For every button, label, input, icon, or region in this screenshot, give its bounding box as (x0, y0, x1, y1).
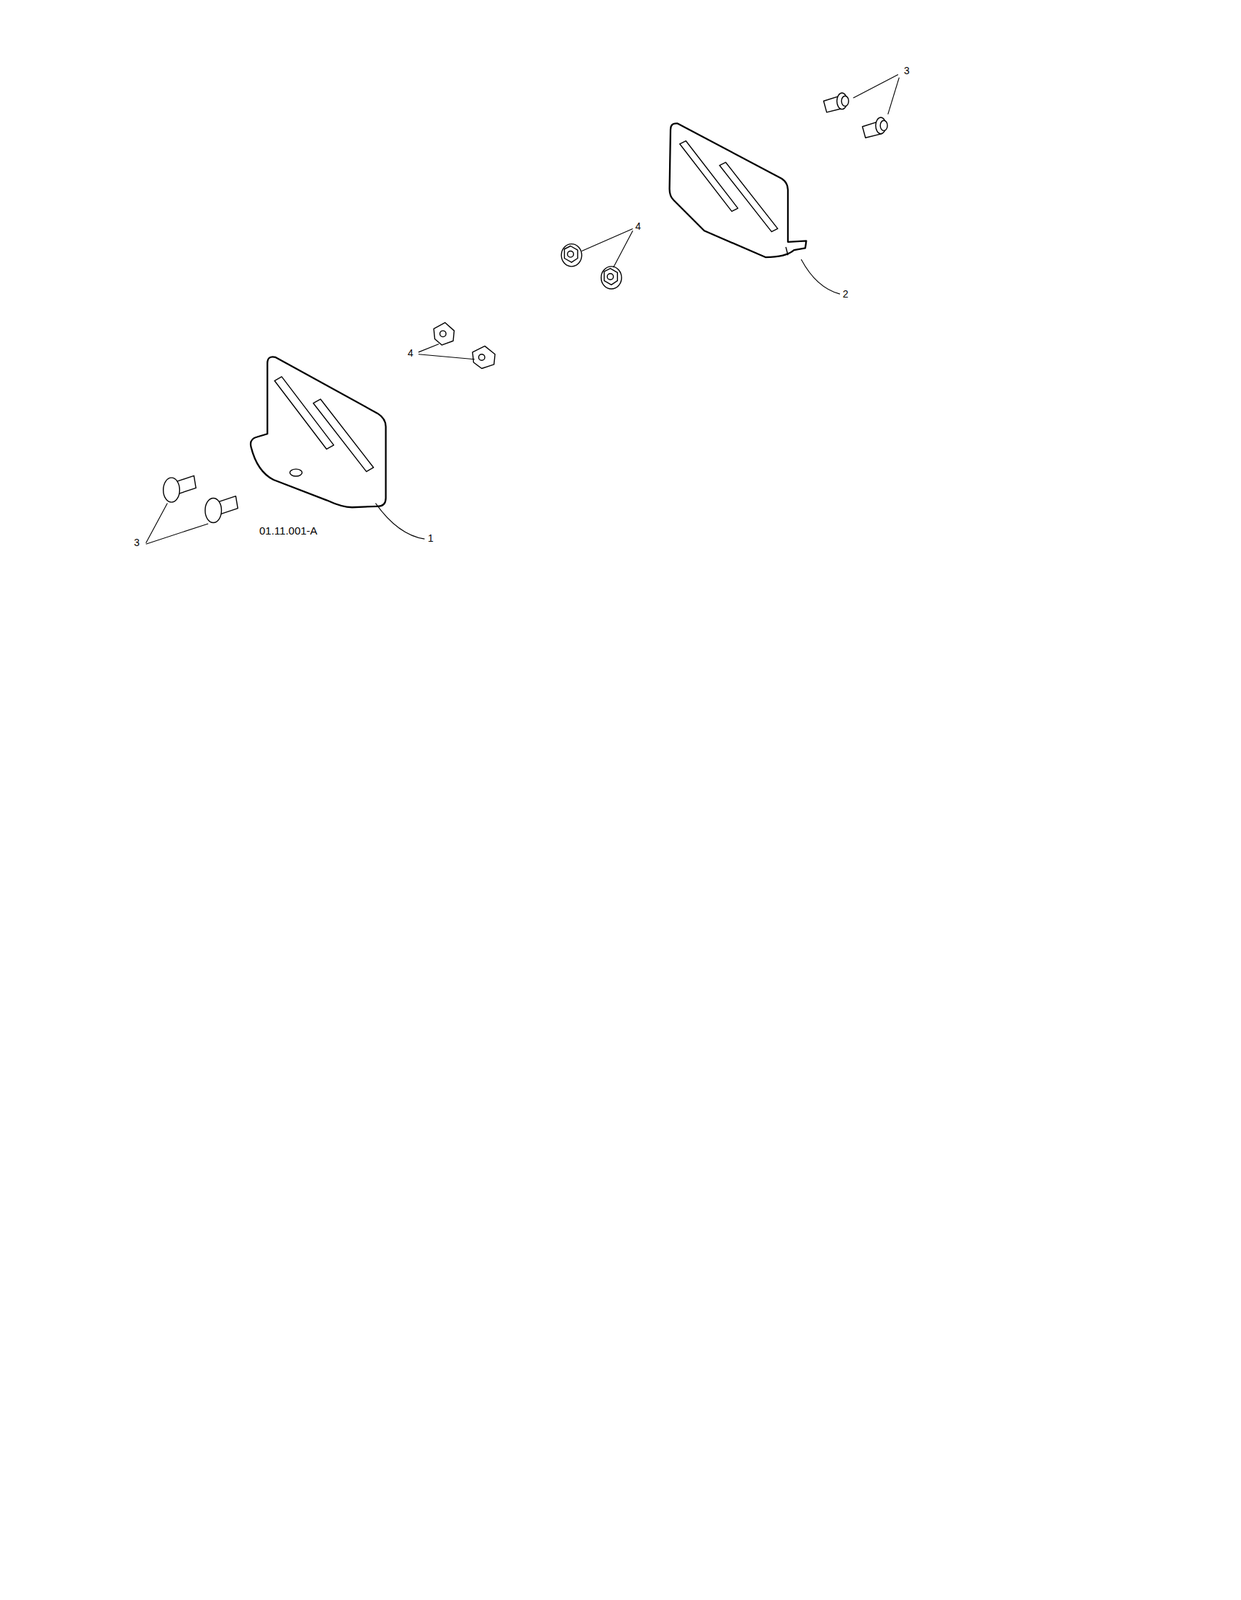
plate-2 (669, 123, 807, 258)
bolt (205, 496, 238, 523)
callout-number: 1 (427, 532, 434, 544)
plate-1 (250, 356, 387, 508)
flange-nut (561, 244, 582, 267)
bolt (163, 475, 196, 503)
callout-number: 3 (903, 65, 910, 76)
nut (472, 345, 495, 369)
figure-code: 01.11.001-A (259, 525, 318, 536)
bolt (862, 117, 888, 138)
nut (433, 322, 454, 346)
callout-number: 4 (407, 347, 414, 358)
callout-number: 2 (842, 288, 849, 299)
callout-number: 4 (635, 221, 642, 232)
bolt (823, 92, 850, 113)
callout-number: 3 (133, 537, 140, 548)
leader-line (146, 74, 900, 544)
flange-nut (601, 266, 622, 289)
